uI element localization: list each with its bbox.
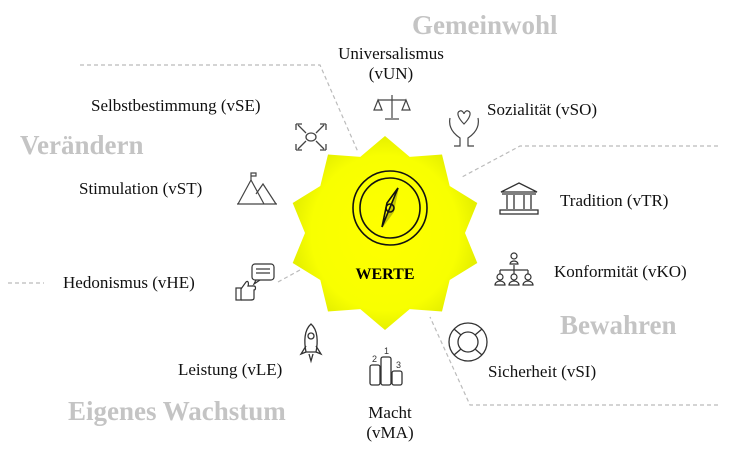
- compass-icon: [352, 170, 428, 246]
- divider-gemeinwohl-bewahren: [461, 145, 718, 178]
- group-gemeinwohl: Gemeinwohl: [412, 10, 558, 40]
- hierarchy-icon: [494, 252, 534, 286]
- lifebuoy-icon: [448, 322, 488, 362]
- divider-gemeinwohl-veraendern: [80, 64, 359, 153]
- value-tradition: Tradition (vTR): [560, 191, 669, 210]
- svg-text:2: 2: [372, 354, 377, 364]
- value-sicherheit: Sicherheit (vSI): [488, 362, 597, 381]
- value-macht: Macht (vMA): [355, 403, 425, 443]
- svg-text:3: 3: [396, 360, 401, 370]
- scales-icon: [373, 95, 411, 120]
- value-konformitaet: Konformität (vKO): [554, 262, 687, 281]
- rocket-icon: [299, 323, 323, 364]
- group-eigenes-wachstum: Eigenes Wachstum: [68, 396, 286, 426]
- value-macht-name: Macht: [368, 403, 412, 422]
- center-star: [292, 136, 478, 330]
- divider-bewahren-wachstum: [429, 316, 718, 406]
- value-stimulation: Stimulation (vST): [79, 179, 203, 198]
- center-label: WERTE: [355, 266, 415, 283]
- group-veraendern: Verändern: [20, 130, 144, 160]
- value-universalismus-code: (vUN): [368, 64, 414, 83]
- divider-veraendern-wachstum-right: [277, 269, 301, 283]
- value-selbstbestimmung: Selbstbestimmung (vSE): [91, 96, 261, 115]
- value-macht-code: (vMA): [366, 423, 414, 442]
- arrows-expand-icon: [295, 123, 327, 151]
- temple-icon: [499, 182, 539, 215]
- value-leistung: Leistung (vLE): [178, 360, 283, 379]
- mountain-flag-icon: [237, 172, 277, 205]
- like-comment-icon: [235, 263, 275, 301]
- value-universalismus: Universalismus (vUN): [326, 44, 456, 84]
- podium-icon: 12 3: [369, 346, 403, 386]
- group-bewahren: Bewahren: [560, 310, 677, 340]
- value-universalismus-name: Universalismus: [338, 44, 444, 63]
- caring-hands-icon: [449, 110, 479, 147]
- svg-text:1: 1: [384, 346, 389, 356]
- value-hedonismus: Hedonismus (vHE): [63, 273, 195, 292]
- value-sozialitaet: Sozialität (vSO): [487, 100, 598, 119]
